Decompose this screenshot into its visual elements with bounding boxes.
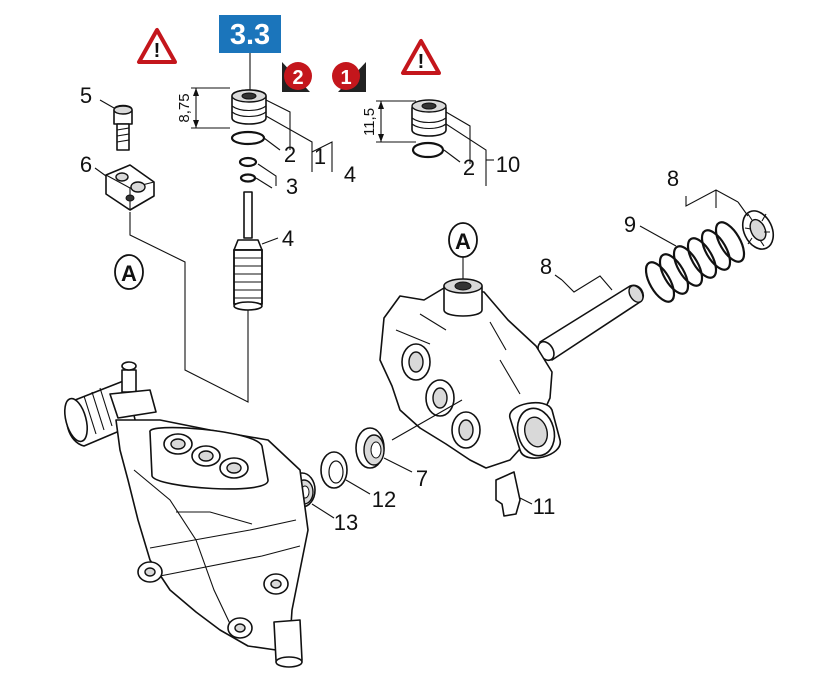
warning-symbol: ! <box>418 51 425 73</box>
part-label-9: 9 <box>624 212 636 237</box>
part-label-3: 3 <box>286 174 298 199</box>
warning-triangle-icon <box>401 39 441 75</box>
step-marker-text: 1 <box>340 67 351 89</box>
step-marker-text: 2 <box>292 67 303 89</box>
step-marker-1: 1 <box>332 62 366 92</box>
dimension-right: 11,5 <box>361 108 378 136</box>
part-label-1: 1 <box>314 144 326 169</box>
reference-marker-text: A <box>455 229 471 254</box>
cylinder-head <box>379 278 561 517</box>
part-label-2-left: 2 <box>284 142 296 167</box>
warning-icon-left: ! <box>137 28 177 64</box>
part-label-13: 13 <box>334 510 358 535</box>
reference-marker-right: A <box>448 222 478 258</box>
reference-marker-left: A <box>114 254 144 290</box>
section-badge-text: 3.3 <box>230 19 270 51</box>
seal-12 <box>320 451 348 489</box>
spring <box>644 221 746 303</box>
valve-left: 8,75 <box>176 87 267 183</box>
part-label-5: 5 <box>80 83 92 108</box>
warning-symbol: ! <box>154 40 161 62</box>
part-label-4-piston: 4 <box>282 226 294 251</box>
reference-marker-text: A <box>121 261 137 286</box>
piston-assembly <box>233 191 263 311</box>
part-label-12: 12 <box>372 487 396 512</box>
part-label-8-pin: 8 <box>540 254 552 279</box>
part-label-10: 10 <box>496 152 520 177</box>
screw <box>113 104 133 151</box>
part-label-8-top: 8 <box>667 166 679 191</box>
warning-triangle-icon <box>137 28 177 64</box>
clamp-plate <box>105 164 155 211</box>
dimension-left: 8,75 <box>176 93 193 122</box>
section-badge: 3.3 <box>219 15 281 53</box>
warning-icon-right: ! <box>401 39 441 75</box>
section-badge-box <box>219 15 281 53</box>
step-marker-2: 2 <box>282 62 312 92</box>
part-label-11: 11 <box>533 494 556 519</box>
pump-housing <box>63 361 309 668</box>
part-label-6: 6 <box>80 152 92 177</box>
valve-right: 11,5 <box>361 99 447 159</box>
seal-7 <box>355 427 385 469</box>
guide-pin <box>537 284 645 362</box>
part-label-2-right: 2 <box>463 155 475 180</box>
part-label-7: 7 <box>416 466 428 491</box>
part-label-4-top: 4 <box>344 162 356 187</box>
retaining-washer <box>741 210 775 250</box>
